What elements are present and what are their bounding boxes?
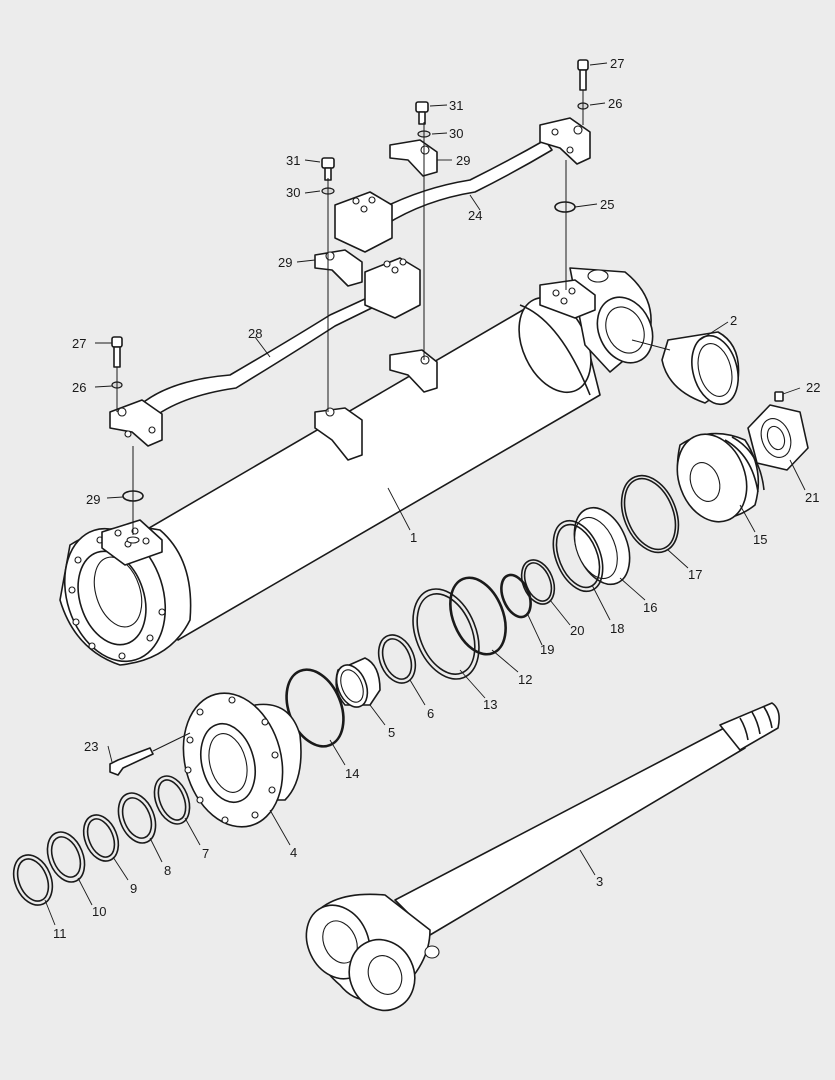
lock-nut-21: [747, 404, 809, 471]
seal-9-inner: [86, 818, 116, 858]
cap-screw-23: [109, 732, 191, 776]
cylinder-head-4: [182, 692, 302, 828]
callout-23: 23: [84, 739, 98, 754]
wiper-10: [46, 831, 86, 883]
leader-lines: [44, 62, 806, 926]
o-ring-20-inner: [523, 562, 553, 602]
callout-10: 10: [92, 904, 106, 919]
callout-8: 8: [164, 863, 171, 878]
hydraulic-tube-28: [109, 257, 421, 447]
cap-screw-31-upper: [415, 101, 429, 125]
seal-9: [82, 814, 120, 862]
callout-25: 25: [600, 197, 614, 212]
bushing-5: [335, 657, 381, 708]
assembly-axis-lines: [116, 90, 584, 535]
callout-2: 2: [730, 313, 737, 328]
clamp-half-29-upper: [389, 139, 438, 177]
bushing-2: [631, 331, 740, 406]
snap-ring-11-inner: [16, 858, 50, 902]
callout-28: 28: [248, 326, 262, 341]
callout-18: 18: [610, 621, 624, 636]
cap-screw-27-left: [111, 336, 123, 368]
callout-19: 19: [540, 642, 554, 657]
set-screw-22: [774, 391, 784, 402]
cylinder-barrel: [59, 267, 654, 666]
callout-17: 17: [688, 567, 702, 582]
o-ring-20: [520, 559, 556, 605]
cap-screw-31-left: [321, 157, 335, 181]
callout-29-left: 29: [278, 255, 292, 270]
callout-21: 21: [805, 490, 819, 505]
seal-8-inner: [121, 797, 153, 839]
callout-11: 11: [53, 926, 67, 941]
callout-9: 9: [130, 881, 137, 896]
callout-27-right: 27: [610, 56, 624, 71]
seal-ring-18-inner: [555, 523, 601, 589]
callout-14: 14: [345, 766, 359, 781]
hydraulic-tube-24: [334, 117, 591, 253]
callout-7: 7: [202, 846, 209, 861]
wiper-10-inner: [50, 836, 82, 878]
callout-labels: 1 2 3 4 5 6 7 8 9 10 11 12 13 14 15 16 1…: [53, 56, 820, 941]
callout-16: 16: [643, 600, 657, 615]
seal-8: [117, 792, 157, 844]
seal-ring-17: [620, 474, 680, 554]
callout-6: 6: [427, 706, 434, 721]
callout-4: 4: [290, 845, 297, 860]
callout-22: 22: [806, 380, 820, 395]
seal-ring-6: [377, 634, 417, 684]
callout-30-left: 30: [286, 185, 300, 200]
backup-ring-13-inner: [416, 593, 476, 675]
callout-26-right: 26: [608, 96, 622, 111]
piston-rod-3: [305, 702, 780, 1012]
callout-29-upper: 29: [456, 153, 470, 168]
backup-ring-13: [412, 588, 480, 680]
callout-20: 20: [570, 623, 584, 638]
callout-12: 12: [518, 672, 532, 687]
callout-31-left: 31: [286, 153, 300, 168]
o-ring-25: [554, 201, 576, 213]
clamp-half-29-left: [314, 249, 363, 287]
callout-13: 13: [483, 697, 497, 712]
seal-ring-6-inner: [381, 638, 413, 680]
callout-29-lower: 29: [86, 492, 100, 507]
callout-31-upper: 31: [449, 98, 463, 113]
callout-26-left: 26: [72, 380, 86, 395]
seal-7-inner: [157, 779, 187, 821]
snap-ring-11: [12, 854, 54, 906]
callout-24: 24: [468, 208, 482, 223]
seal-7: [153, 775, 191, 825]
callout-1: 1: [410, 530, 417, 545]
piston-15: [676, 432, 765, 523]
cap-screw-27-right: [577, 59, 589, 91]
callout-27-left: 27: [72, 336, 86, 351]
callout-5: 5: [388, 725, 395, 740]
seal-ring-17-inner: [623, 477, 677, 551]
callout-30-upper: 30: [449, 126, 463, 141]
o-ring-19: [500, 573, 532, 619]
seal-ring-18: [552, 519, 604, 593]
o-ring-12: [449, 576, 507, 656]
callout-3: 3: [596, 874, 603, 889]
callout-15: 15: [753, 532, 767, 547]
